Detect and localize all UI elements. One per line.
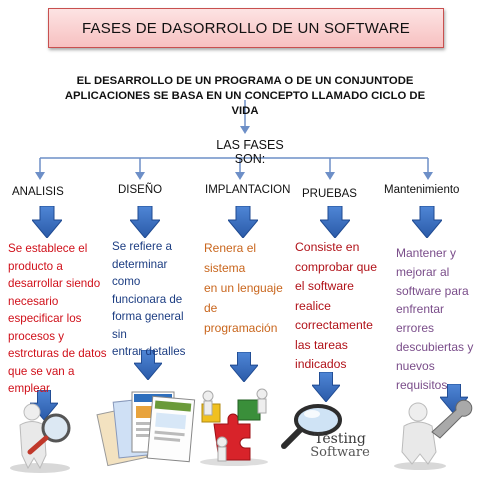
desc-line: Se refiere a	[112, 240, 172, 253]
wrench-figure-icon	[394, 399, 473, 470]
desc-line: Se establece el	[8, 242, 88, 255]
desc-line: producto a	[8, 259, 63, 273]
desc-line: determinar como	[112, 257, 168, 289]
arrow-analisis	[32, 206, 62, 238]
magnifier-figure-icon	[10, 403, 71, 473]
desc-line: descubiertas y	[396, 339, 474, 354]
phase-label-analisis: ANALISIS	[12, 186, 64, 198]
desc-line: entrar detalles	[112, 345, 186, 358]
arrow-diseno	[130, 206, 160, 238]
desc-line: programación	[204, 321, 278, 335]
intro-text: EL DESARROLLO DE UN PROGRAMA O DE UN CON…	[60, 74, 430, 119]
fases-label: LAS FASES SON:	[216, 138, 284, 166]
desc-line: funcionara de	[112, 292, 183, 306]
intro-line-1: EL DESARROLLO DE UN PROGRAMA O DE UN CON…	[76, 75, 414, 87]
desc-line: requisitos	[396, 377, 448, 392]
desc-line: procesos y	[8, 329, 65, 343]
desc-line: estrcturas de datos	[8, 347, 107, 360]
desc-line: las tareas	[295, 337, 348, 352]
testing-logo: Testing Software	[300, 432, 380, 460]
desc-implantacion: Renera el sistema en un lenguaje de prog…	[204, 238, 296, 338]
desc-line: Renera el sistema	[204, 241, 257, 275]
desc-line: desarrollar siendo	[8, 277, 101, 290]
phase-label-pruebas: PRUEBAS	[302, 188, 357, 200]
phase-label-implantacion: IMPLANTACION	[205, 184, 291, 196]
desc-line: emplear	[8, 382, 50, 395]
connector-tree	[35, 100, 433, 180]
desc-mantenimiento: Mantener y mejorar al software para enfr…	[396, 244, 478, 394]
arrow-implantacion	[228, 206, 258, 238]
desc-pruebas: Consiste en comprobar que el software re…	[295, 238, 379, 375]
desc-line: errores	[396, 321, 435, 336]
arrow-implantacion-image	[230, 352, 258, 382]
desc-diseno: Se refiere a determinar como funcionara …	[112, 238, 198, 361]
arrow-pruebas-image	[312, 372, 340, 402]
desc-line: comprobar que	[295, 259, 377, 274]
desc-line: enfrentar	[396, 302, 445, 317]
phase-label-diseno: DISEÑO	[118, 184, 163, 196]
testing-magnifier-icon	[281, 404, 342, 449]
intro-line-2: APLICACIONES SE BASA EN UN CONCEPTO LLAM…	[64, 90, 426, 117]
desc-line: nuevos	[396, 358, 435, 373]
desc-line: mejorar al	[396, 264, 450, 279]
page-title: FASES DE DASORROLLO DE UN SOFTWARE	[48, 8, 444, 48]
desc-line: necesario	[8, 294, 59, 308]
desc-line: correctamente	[295, 318, 373, 332]
phase-label-mantenimiento: Mantenimiento	[384, 184, 460, 196]
desc-analisis: Se establece el producto a desarrollar s…	[8, 240, 108, 398]
desc-line: especificar los	[8, 312, 82, 325]
desc-line: indicados	[295, 357, 347, 371]
testing-logo-line-1: Testing	[314, 431, 366, 447]
arrow-pruebas	[320, 206, 350, 238]
desc-line: software para	[396, 283, 469, 298]
desc-line: forma general sin	[112, 310, 184, 341]
desc-line: el software	[295, 279, 354, 293]
desc-line: que se van a	[8, 364, 75, 378]
puzzle-team-icon	[200, 388, 268, 466]
web-pages-icon	[96, 391, 196, 467]
desc-line: en un lenguaje de	[204, 281, 283, 315]
testing-logo-line-2: Software	[310, 445, 370, 460]
desc-line: realice	[295, 298, 331, 313]
arrow-mantenimiento	[412, 206, 442, 238]
desc-line: Mantener y	[396, 246, 457, 260]
desc-line: Consiste en	[295, 240, 360, 254]
